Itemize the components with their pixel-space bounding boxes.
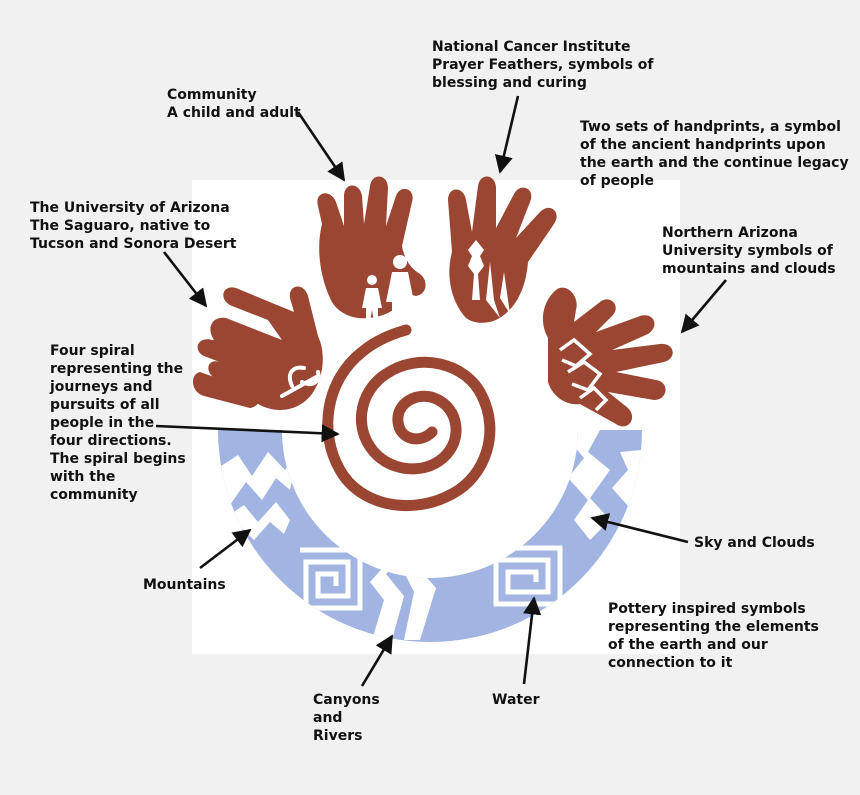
label-water: Water	[492, 691, 539, 709]
arrow-cancer-institute	[494, 95, 520, 174]
label-handprints-line: of people	[580, 173, 655, 189]
community-spiral	[322, 324, 496, 512]
label-northern-arizona-line: mountains and clouds	[662, 261, 836, 277]
label-mountains: Mountains	[143, 576, 226, 594]
label-pottery-line: connection to it	[608, 655, 733, 671]
arrow-spiral	[155, 424, 340, 443]
label-pottery-line: Pottery inspired symbols	[608, 601, 806, 617]
arrow-northern-arizona	[680, 279, 727, 334]
hand-mountains-clouds	[542, 287, 673, 427]
label-handprints-line: Two sets of handprints, a symbol	[580, 119, 841, 135]
label-spiral-line: The spiral begins	[50, 451, 186, 467]
label-spiral-line: people in the	[50, 415, 155, 431]
label-spiral: Four spiral representing the journeys and p…	[50, 342, 186, 504]
arrow-water	[522, 596, 542, 685]
label-sky-clouds: Sky and Clouds	[694, 534, 815, 552]
label-water-line: Water	[492, 692, 540, 708]
label-northern-arizona-line: Northern Arizona	[662, 225, 798, 241]
sky-clouds-symbol	[560, 430, 610, 540]
label-university-arizona-line: The University of Arizona	[30, 200, 230, 216]
hand-community	[317, 176, 426, 322]
label-community-line: Community	[167, 87, 257, 103]
emblem-panel	[192, 180, 680, 654]
label-sky-clouds-line: Sky and Clouds	[694, 535, 815, 551]
label-university-arizona-line: The Saguaro, native to	[30, 218, 211, 234]
hand-saguaro	[192, 286, 323, 410]
arrow-sky-clouds	[590, 513, 689, 544]
label-handprints: Two sets of handprints, a symbol of the a…	[580, 118, 849, 190]
label-community-line: A child and adult	[167, 105, 301, 121]
label-handprints-line: of the ancient handprints upon	[580, 137, 826, 153]
pottery-spiral-left	[300, 547, 363, 611]
label-spiral-line: Four spiral	[50, 343, 135, 359]
label-pottery: Pottery inspired symbols representing the…	[608, 600, 819, 672]
label-cancer-institute-line: blessing and curing	[432, 75, 587, 91]
label-spiral-line: pursuits of all	[50, 397, 160, 413]
label-mountains-line: Mountains	[143, 577, 226, 593]
mountains-symbol	[218, 448, 300, 505]
arrow-community	[296, 111, 346, 182]
label-canyons-rivers-line: Canyons	[313, 692, 380, 708]
pottery-spiral-right	[488, 545, 563, 607]
hand-prayer-feathers	[448, 176, 557, 323]
label-canyons-rivers-line: Rivers	[313, 728, 363, 744]
pointer-arrows	[155, 95, 727, 687]
label-spiral-line: four directions.	[50, 433, 172, 449]
label-canyons-rivers-line: and	[313, 710, 343, 726]
label-spiral-line: representing the	[50, 361, 184, 377]
label-pottery-line: of the earth and our	[608, 637, 768, 653]
label-handprints-line: the earth and the continue legacy	[580, 155, 849, 171]
label-spiral-line: community	[50, 487, 138, 503]
label-university-arizona-line: Tucson and Sonora Desert	[30, 236, 237, 252]
label-spiral-line: journeys and	[50, 379, 153, 395]
label-spiral-line: with the	[50, 469, 116, 485]
arrow-university-arizona	[162, 251, 208, 308]
label-cancer-institute-line: National Cancer Institute	[432, 39, 631, 55]
arrow-canyons	[360, 634, 394, 687]
label-pottery-line: representing the elements	[608, 619, 819, 635]
label-cancer-institute-line: Prayer Feathers, symbols of	[432, 57, 654, 73]
label-northern-arizona-line: University symbols of	[662, 243, 833, 259]
label-community: Community A child and adult	[167, 86, 301, 122]
arrow-mountains	[199, 528, 252, 570]
